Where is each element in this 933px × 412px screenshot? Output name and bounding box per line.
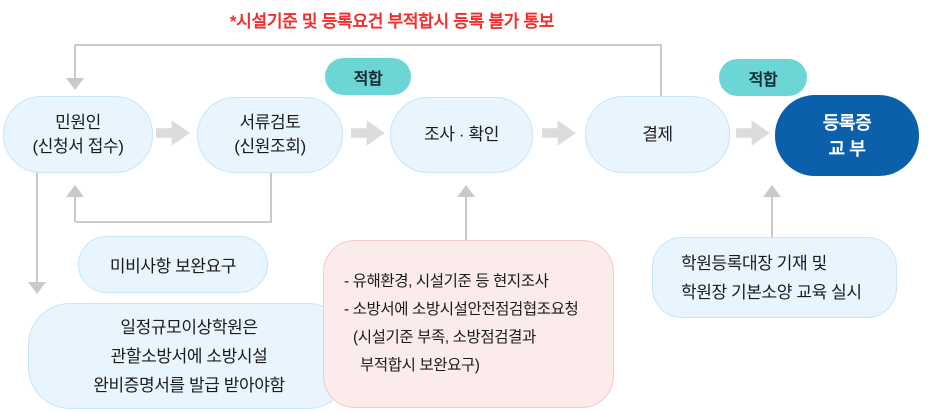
- note-line: - 유해환경, 시설기준 등 현지조사: [344, 273, 549, 290]
- pass-badge: 적합: [325, 58, 411, 95]
- note-registry-education: 학원등록대장 기재 및 학원장 기본소양 교육 실시: [652, 237, 897, 318]
- note-line: 부적합시 보완요구): [360, 357, 480, 374]
- note-line: (시설기준 부족, 소방점검결과: [353, 329, 536, 346]
- connector-review-down: [270, 172, 272, 223]
- arrowhead-up-to-issue-icon: [763, 185, 781, 197]
- step-label: 등록증: [822, 112, 872, 133]
- step-approval: 결제: [585, 96, 730, 173]
- connector-feedback-up: [74, 196, 76, 222]
- step-sublabel: (신원조회): [234, 137, 306, 156]
- step-certificate-issue: 등록증 교 부: [775, 95, 919, 176]
- connector-inspection-up: [465, 197, 467, 240]
- note-line: 학원장 기본소양 교육 실시: [681, 282, 862, 302]
- arrowhead-down-to-firecert-icon: [28, 282, 46, 294]
- step-applicant: 민원인 (신청서 접수): [3, 96, 153, 173]
- note-line: 미비사항 보완요구: [109, 257, 237, 276]
- note-line: 완비증명서를 발급 받아야함: [93, 375, 285, 395]
- step-sublabel: 교 부: [828, 138, 866, 159]
- note-onsite-inspection: - 유해환경, 시설기준 등 현지조사 - 소방서에 소방시설안전점검협조요청 …: [323, 240, 614, 408]
- connector-top-right-vertical: [660, 45, 662, 97]
- connector-registry-up: [771, 197, 773, 237]
- step-investigation: 조사 · 확인: [390, 97, 533, 173]
- connector-applicant-down: [36, 170, 38, 282]
- step-sublabel: (신청서 접수): [32, 136, 124, 156]
- step-label: 민원인: [55, 112, 101, 132]
- step-label: 서류검토: [239, 113, 301, 132]
- arrowhead-up-to-applicant-icon: [66, 185, 84, 197]
- note-line: 학원등록대장 기재 및: [681, 253, 827, 273]
- note-supplement-request: 미비사항 보완요구: [78, 236, 268, 293]
- note-line: 관할소방서에 소방시설: [110, 346, 268, 366]
- note-line: - 소방서에 소방시설안전점검협조요청: [344, 301, 579, 318]
- arrowhead-up-to-investigation-icon: [457, 185, 475, 197]
- step-label: 결제: [642, 124, 673, 144]
- connector-feedback-horizontal: [75, 221, 272, 223]
- flow-arrow-icon: [736, 120, 770, 146]
- pass-badge-label: 적합: [353, 70, 383, 88]
- connector-top-left-vertical: [74, 45, 76, 79]
- note-fire-certificate: 일정규모이상학원은 관할소방서에 소방시설 완비증명서를 발급 받아야함: [28, 303, 350, 409]
- connector-top-horizontal: [75, 44, 662, 46]
- flow-arrow-icon: [542, 120, 576, 146]
- step-document-review: 서류검토 (신원조회): [197, 97, 343, 173]
- step-label: 조사 · 확인: [424, 125, 499, 144]
- arrowhead-down-to-applicant-icon: [66, 78, 84, 90]
- flow-arrow-icon: [351, 120, 385, 146]
- pass-badge-label: 적합: [748, 71, 778, 89]
- note-line: 일정규모이상학원은: [120, 317, 258, 337]
- pass-badge: 적합: [719, 59, 807, 96]
- rejection-notice-title: *시설기준 및 등록요건 부적합시 등록 불가 통보: [229, 12, 555, 31]
- flow-arrow-icon: [156, 120, 190, 146]
